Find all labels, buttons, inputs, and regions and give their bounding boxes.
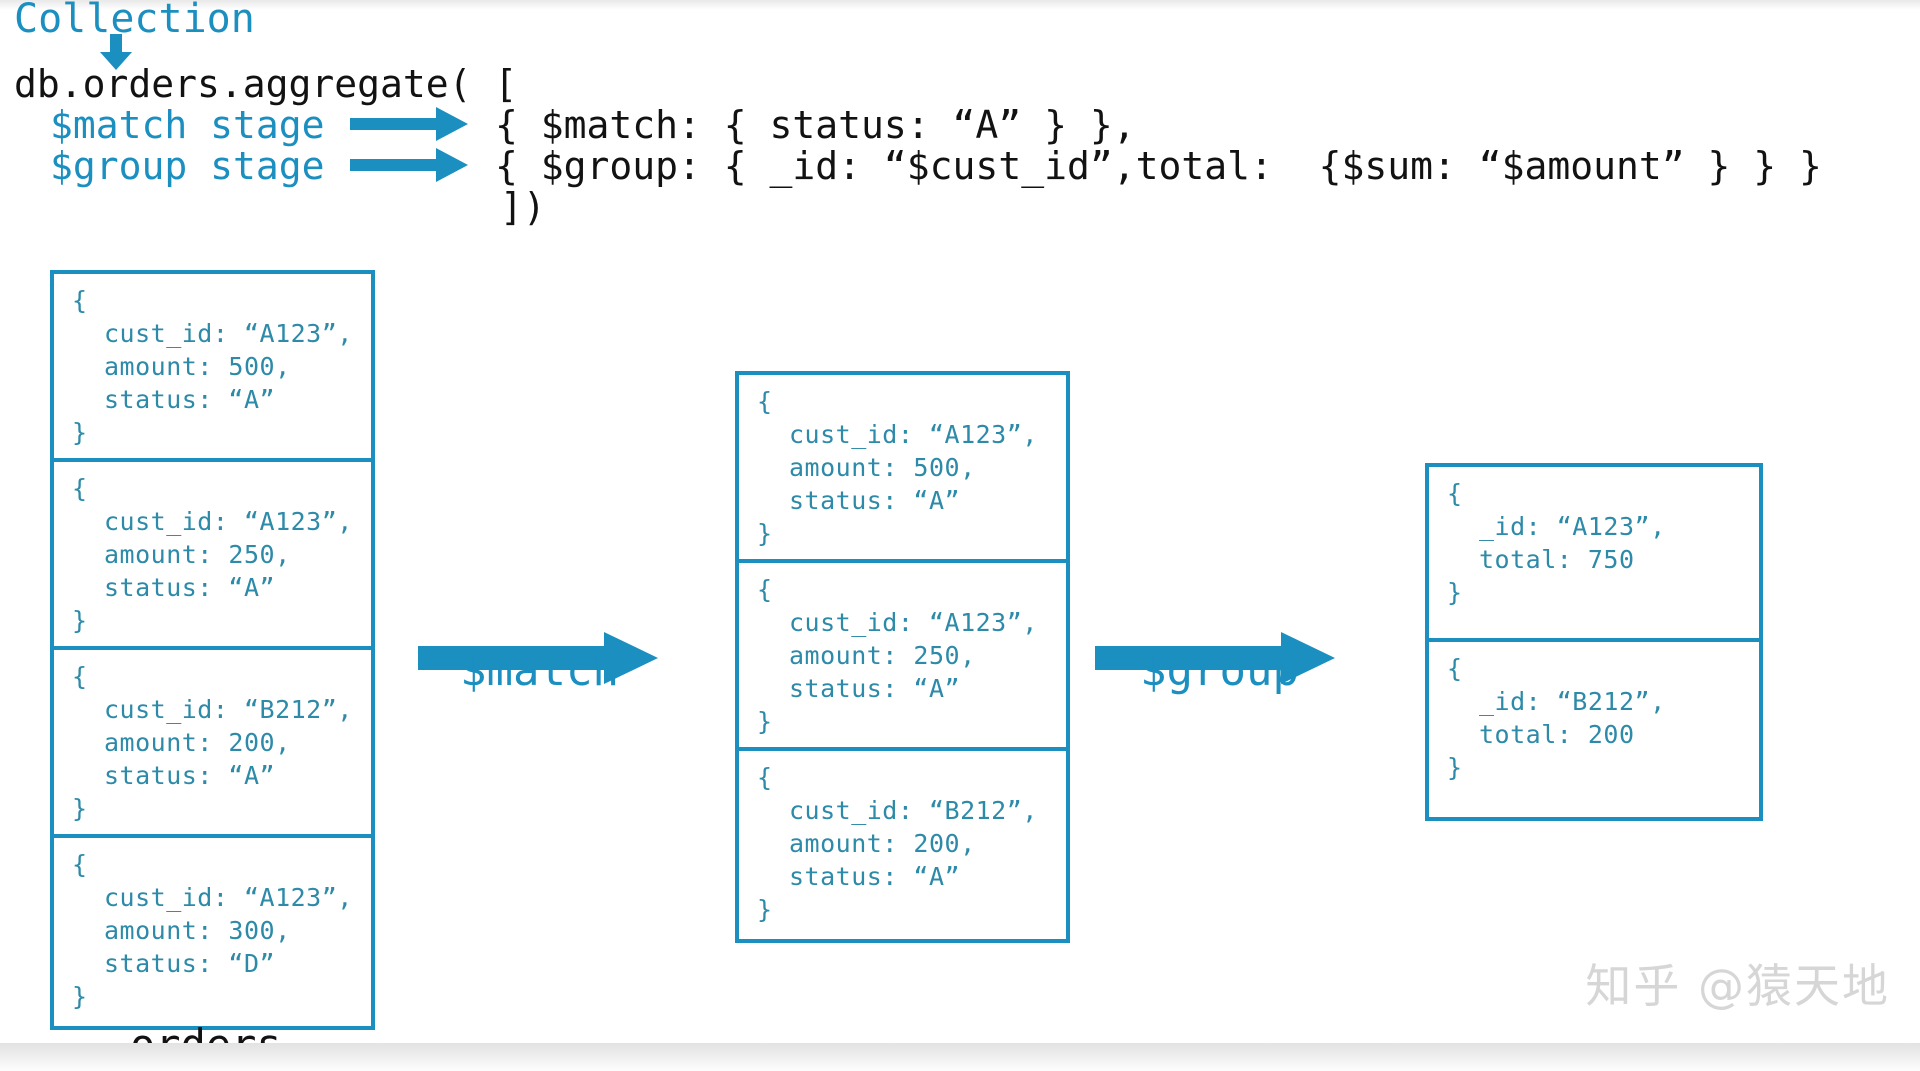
bottom-gradient-band bbox=[0, 1043, 1920, 1071]
document-field: amount: 300, bbox=[104, 916, 291, 945]
document-close-brace: } bbox=[1447, 578, 1463, 607]
document-open-brace: { bbox=[1447, 479, 1463, 508]
document-close-brace: } bbox=[72, 418, 88, 447]
document-field: total: 750 bbox=[1479, 545, 1635, 574]
document-card: { cust_id: “B212”, amount: 200, status: “A”… bbox=[54, 650, 371, 838]
document-close-brace: } bbox=[1447, 753, 1463, 782]
collection-label: Collection bbox=[14, 0, 255, 42]
match-stage-code: { $match: { status: “A” } }, bbox=[495, 103, 1136, 147]
document-field: cust_id: “A123”, bbox=[789, 420, 1038, 449]
source-collection-stack: { cust_id: “A123”, amount: 500, status: “A”… bbox=[50, 270, 375, 1030]
document-open-brace: { bbox=[757, 763, 773, 792]
document-open-brace: { bbox=[757, 387, 773, 416]
document-field: status: “A” bbox=[789, 862, 961, 891]
match-pipeline-arrow-icon bbox=[418, 630, 658, 686]
document-open-brace: { bbox=[72, 286, 88, 315]
match-stage-label: $match stage bbox=[50, 103, 325, 147]
document-field: status: “D” bbox=[104, 949, 276, 978]
right-arrow-icon bbox=[350, 107, 468, 141]
document-field: total: 200 bbox=[1479, 720, 1635, 749]
document-field: amount: 250, bbox=[104, 540, 291, 569]
document-field: cust_id: “B212”, bbox=[104, 695, 353, 724]
right-arrow-icon bbox=[350, 148, 468, 182]
document-card: { _id: “B212”, total: 200} bbox=[1429, 642, 1759, 817]
document-field: cust_id: “A123”, bbox=[104, 883, 353, 912]
aggregate-call-line: db.orders.aggregate( [ bbox=[14, 62, 518, 106]
document-field: status: “A” bbox=[104, 573, 276, 602]
document-close-brace: } bbox=[72, 982, 88, 1011]
group-pipeline-arrow-icon bbox=[1095, 630, 1335, 686]
group-stage-code: { $group: { _id: “$cust_id”,total: {$sum… bbox=[495, 144, 1822, 188]
group-pipeline-label: $group bbox=[1140, 645, 1299, 696]
document-card: { cust_id: “A123”, amount: 250, status: “A”… bbox=[739, 563, 1066, 751]
matched-documents-stack: { cust_id: “A123”, amount: 500, status: “A”… bbox=[735, 371, 1070, 943]
document-field: status: “A” bbox=[104, 385, 276, 414]
document-field: _id: “A123”, bbox=[1479, 512, 1666, 541]
document-open-brace: { bbox=[1447, 654, 1463, 683]
document-field: amount: 500, bbox=[104, 352, 291, 381]
down-arrow-icon bbox=[98, 34, 134, 70]
document-open-brace: { bbox=[72, 850, 88, 879]
document-close-brace: } bbox=[757, 707, 773, 736]
group-stage-label: $group stage bbox=[50, 144, 325, 188]
match-pipeline-label: $match bbox=[460, 645, 619, 696]
watermark: 知乎 @猿天地 bbox=[1585, 959, 1890, 1013]
document-field: cust_id: “A123”, bbox=[104, 507, 353, 536]
document-close-brace: } bbox=[757, 519, 773, 548]
document-field: cust_id: “A123”, bbox=[104, 319, 353, 348]
grouped-results-stack: { _id: “A123”, total: 750} { _id: “B212”, tot… bbox=[1425, 463, 1763, 821]
document-close-brace: } bbox=[72, 794, 88, 823]
document-open-brace: { bbox=[757, 575, 773, 604]
document-field: amount: 500, bbox=[789, 453, 976, 482]
document-close-brace: } bbox=[72, 606, 88, 635]
document-field: amount: 200, bbox=[104, 728, 291, 757]
document-field: status: “A” bbox=[104, 761, 276, 790]
document-field: status: “A” bbox=[789, 674, 961, 703]
document-card: { _id: “A123”, total: 750} bbox=[1429, 467, 1759, 642]
document-card: { cust_id: “A123”, amount: 250, status: “A”… bbox=[54, 462, 371, 650]
document-card: { cust_id: “A123”, amount: 300, status: “D”… bbox=[54, 838, 371, 1026]
document-card: { cust_id: “A123”, amount: 500, status: “A”… bbox=[54, 274, 371, 462]
aggregate-close-line: ]) bbox=[500, 185, 546, 229]
top-gradient-band bbox=[0, 0, 1920, 10]
document-field: cust_id: “A123”, bbox=[789, 608, 1038, 637]
document-field: _id: “B212”, bbox=[1479, 687, 1666, 716]
document-field: cust_id: “B212”, bbox=[789, 796, 1038, 825]
document-field: amount: 250, bbox=[789, 641, 976, 670]
document-close-brace: } bbox=[757, 895, 773, 924]
document-field: status: “A” bbox=[789, 486, 961, 515]
document-open-brace: { bbox=[72, 474, 88, 503]
document-open-brace: { bbox=[72, 662, 88, 691]
document-card: { cust_id: “A123”, amount: 500, status: “A”… bbox=[739, 375, 1066, 563]
document-card: { cust_id: “B212”, amount: 200, status: “A”… bbox=[739, 751, 1066, 939]
document-field: amount: 200, bbox=[789, 829, 976, 858]
